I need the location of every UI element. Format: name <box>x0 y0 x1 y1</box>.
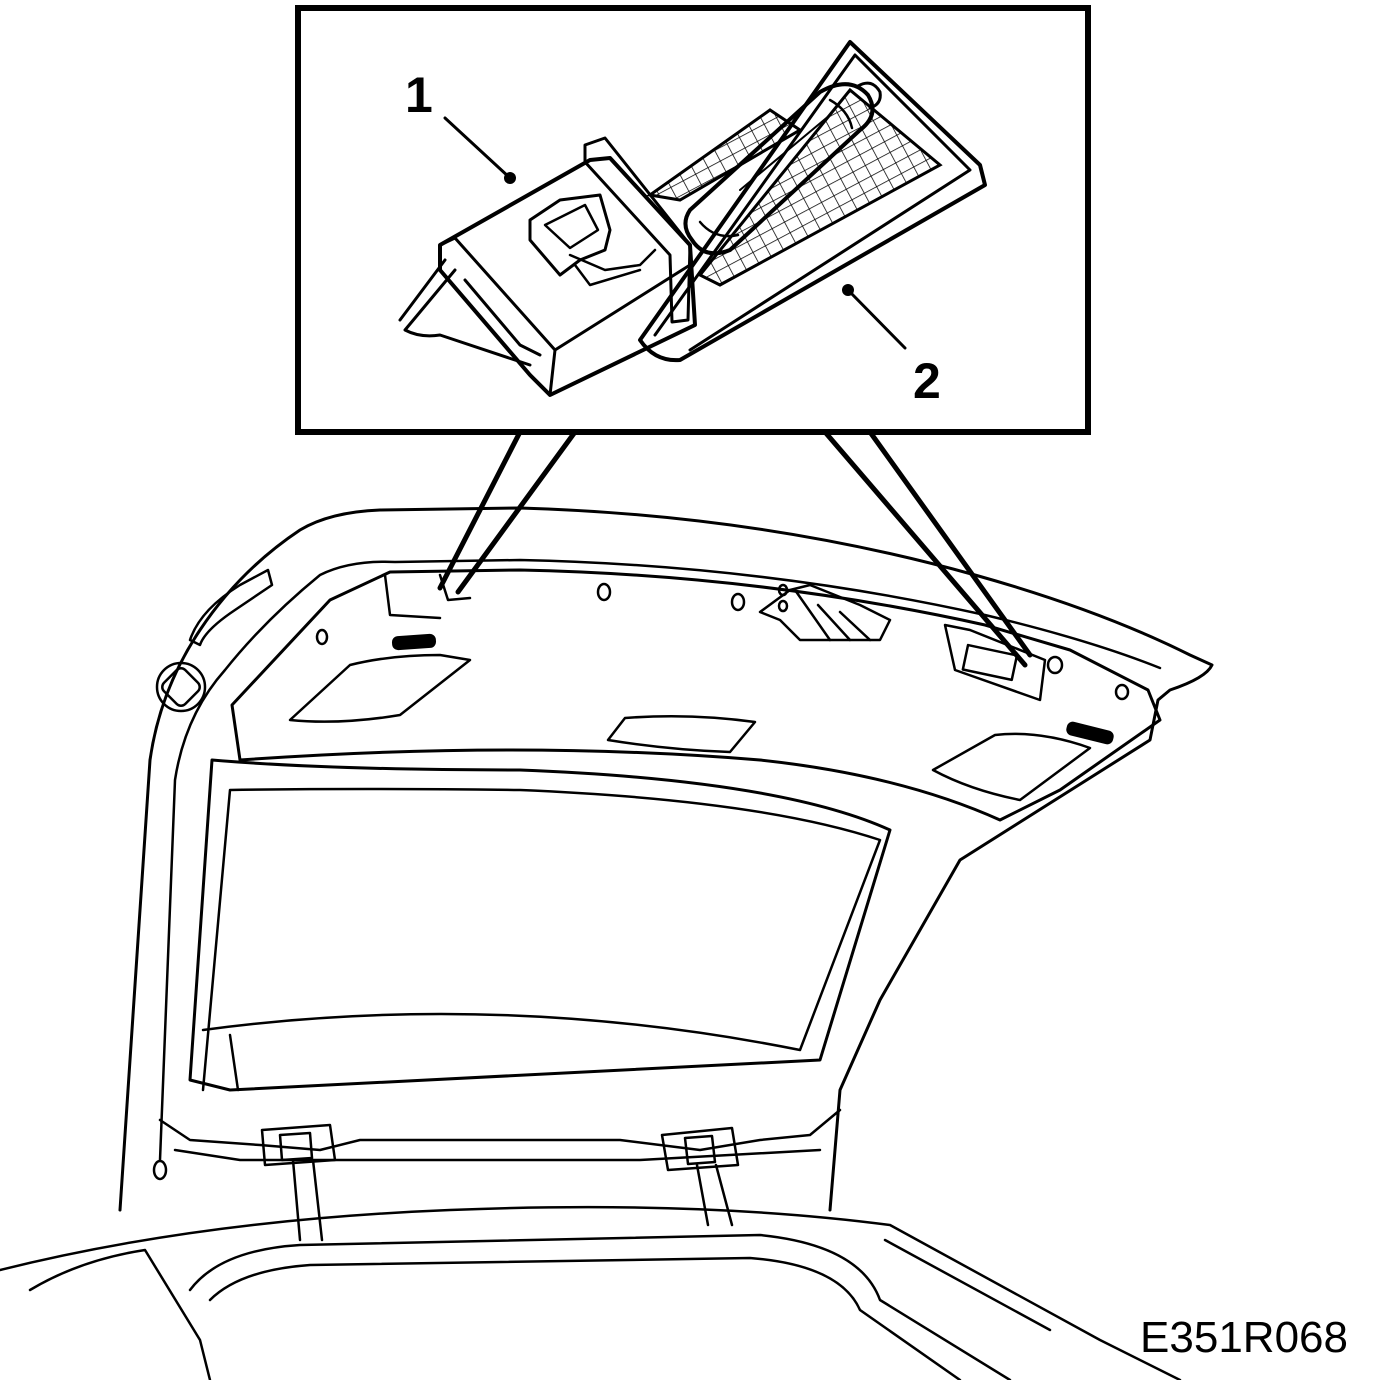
lamp-reflector-upper <box>646 108 803 202</box>
latch-detail <box>793 588 872 642</box>
hole <box>1114 683 1130 701</box>
trim-panel-upper <box>230 568 1162 822</box>
car-body-edge <box>883 1238 1052 1332</box>
lamp-housing <box>638 40 987 363</box>
callout-2-leader <box>846 288 907 350</box>
car-body-lower <box>0 1205 1182 1380</box>
latch-mechanism <box>758 583 892 642</box>
slot-left <box>391 633 437 651</box>
tailgate-drawing <box>0 506 1214 1380</box>
zoom-line-left-outer <box>437 429 523 591</box>
tailgate-shoulder <box>188 568 274 647</box>
car-body-left-panel <box>28 1248 212 1380</box>
callout-1-leader <box>443 116 512 180</box>
lamp-recess-right <box>931 732 1092 802</box>
lamp-recess-left <box>288 653 472 723</box>
trunk-opening <box>188 1233 1012 1380</box>
hole <box>777 599 789 613</box>
callout-2-label: 2 <box>913 353 941 409</box>
side-latch <box>161 667 201 707</box>
strut-left <box>260 1123 337 1242</box>
hole <box>152 1159 168 1181</box>
figure-code: E351R068 <box>1140 1313 1348 1362</box>
trim-hinge-recess <box>383 573 442 620</box>
lamp-bulb <box>683 81 882 256</box>
hole <box>730 592 746 612</box>
right-lamp-housing <box>943 623 1047 702</box>
tailgate-lower-edge-inner <box>173 1148 822 1162</box>
zoom-line-right-inner <box>867 429 1033 658</box>
trunk-opening-inner <box>208 1256 962 1380</box>
zoom-line-left-inner <box>455 429 578 595</box>
lamp-reflector <box>697 87 943 287</box>
callout-1-label: 1 <box>405 67 433 123</box>
zoom-leader-lines <box>437 429 1033 668</box>
lamp-housing-rim <box>653 53 972 352</box>
zoom-line-right-outer <box>822 429 1028 668</box>
tailgate-outer-shell <box>118 506 1214 1212</box>
hole <box>596 582 612 602</box>
callout-1-dot <box>504 172 516 184</box>
rear-window-glass <box>201 787 882 1092</box>
lamp-recess-center <box>606 714 757 754</box>
hole <box>315 628 329 646</box>
inset-frame <box>295 5 1091 435</box>
right-lamp-lens <box>961 643 1019 682</box>
rear-window-frame <box>188 758 892 1092</box>
strut-right <box>660 1126 740 1227</box>
lamp-lens-cover <box>398 136 697 397</box>
detail-inset: 1 2 <box>295 5 1091 435</box>
hole <box>1046 655 1064 675</box>
tailgate-lower-edge <box>158 1108 842 1152</box>
slot-right <box>1066 721 1114 745</box>
side-latch-ring <box>155 661 207 713</box>
callout-2-dot <box>842 284 854 296</box>
glass-edge <box>228 1033 240 1092</box>
